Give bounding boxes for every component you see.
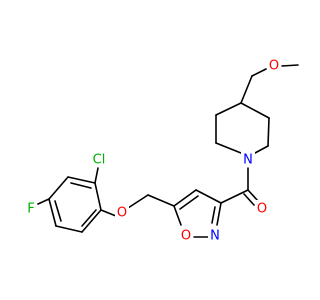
bond-ar-5 [55, 225, 83, 233]
bond-c4-c5-a [173, 189, 197, 207]
bond-ar-inner-3 [81, 209, 97, 227]
atom-n-isoxazole-label: N [210, 229, 220, 244]
bond-carbonyl-o-a [247, 189, 259, 202]
bond-ch2-c4 [240, 75, 253, 104]
atom-o-methoxy-label: O [269, 59, 279, 74]
bond-pip-2 [267, 117, 270, 147]
bond-ar-6 [81, 209, 102, 233]
atom-n-piperidine-label: N [243, 153, 253, 168]
bond-c5-o [173, 205, 182, 226]
molecule-structure-diagram: O N O N O O Cl F [25, 57, 299, 244]
bond-o-aryl [100, 209, 117, 217]
bond-ar-3 [48, 176, 69, 200]
atom-n-piperidine: N [241, 151, 255, 168]
bond-ar-inner-1 [70, 182, 92, 189]
bond-ch2-o [127, 194, 149, 209]
bond-ar-inner-2 [54, 200, 62, 222]
atom-f: F [25, 200, 37, 217]
bond-pip-1 [240, 102, 270, 119]
atom-o-ether-label: O [117, 206, 127, 221]
bond-ar-cl [94, 167, 99, 184]
bond-ar-1 [94, 182, 102, 211]
bond-c5-ch2 [147, 194, 175, 207]
bond-lines [37, 64, 299, 238]
atom-o-isoxazole: O [179, 227, 193, 244]
bond-pip-6 [215, 102, 242, 116]
atom-o-methoxy: O [267, 57, 281, 74]
bond-carbonyl-c3 [220, 189, 249, 204]
bond-c3-c4 [195, 189, 222, 204]
bond-ar-2 [67, 176, 96, 184]
bond-pip-4 [215, 142, 242, 154]
atom-labels: O N O N O O Cl F [25, 57, 281, 244]
atom-cl: Cl [89, 151, 109, 168]
atom-n-isoxazole: N [208, 227, 222, 244]
atom-o-isoxazole-label: O [181, 229, 191, 244]
bond-methyl-o [281, 64, 299, 67]
bond-pip-3 [254, 145, 269, 154]
atom-f-label: F [27, 202, 34, 217]
bond-ar-f [37, 198, 50, 205]
atom-o-carbonyl: O [255, 200, 269, 217]
bond-o-ch2 [251, 68, 267, 77]
bond-c4-c5-b [179, 195, 199, 210]
atom-o-carbonyl-label: O [257, 202, 267, 217]
atom-o-ether: O [115, 204, 129, 221]
bond-ar-4 [48, 198, 57, 227]
atom-cl-label: Cl [93, 153, 106, 168]
bond-c3-n-b [211, 206, 216, 224]
bond-carbonyl-o-b [243, 193, 255, 206]
bond-c3-n-a [216, 202, 222, 226]
